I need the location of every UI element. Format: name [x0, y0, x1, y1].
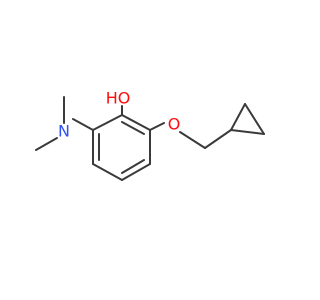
nitrogen-label: N: [58, 122, 70, 141]
bonds: [35, 96, 265, 181]
bond-cyclopropyl-3: [230, 129, 265, 135]
bond-ring-double-c3-c4: [121, 159, 145, 174]
molecule-structure-diagram: HO N O: [35, 89, 265, 181]
bond-cyclopropyl-1: [230, 103, 246, 131]
bond-o-ch2: [179, 131, 206, 149]
bond-c2-o: [149, 122, 165, 131]
ether-oxygen-label: O: [168, 115, 181, 134]
bond-ring-c1-c2: [121, 114, 151, 131]
atom-labels: HO N O: [58, 89, 180, 141]
bond-ring-c6-c1: [92, 114, 123, 131]
bond-cyclopropyl-2: [244, 103, 265, 135]
bond-n-methyl-left: [35, 137, 58, 151]
hydroxyl-label: HO: [106, 89, 131, 108]
bond-c6-n: [72, 118, 94, 131]
bond-ring-double-c1-c2: [121, 121, 145, 135]
bond-ch2-cyclopropyl: [204, 129, 232, 149]
bond-ring-c4-c5: [92, 163, 123, 181]
bond-ring-c3-c4: [121, 163, 151, 181]
